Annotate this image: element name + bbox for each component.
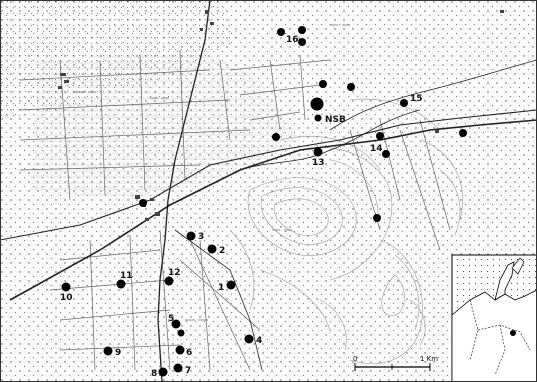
river-valley-road — [239, 109, 421, 171]
site-3: 3 — [186, 231, 204, 242]
south-road — [174, 229, 263, 371]
scale-bar: 0 1 Km — [353, 355, 438, 371]
site-12: 12 — [164, 268, 181, 286]
scale-start-label: 0 — [353, 355, 357, 363]
site-label: 2 — [219, 246, 225, 256]
site-label: 3 — [198, 232, 204, 242]
site-5: 5 — [168, 314, 185, 337]
site-label: 16 — [286, 35, 299, 45]
site-15: 15 — [400, 94, 423, 107]
site-markers: 1 2 3 4 5 6 7 8 — [60, 26, 467, 379]
inset-island — [511, 257, 525, 275]
site-unlabeled — [373, 214, 381, 222]
site-1: 1 — [218, 280, 236, 293]
railway-line — [9, 119, 537, 301]
site-unlabeled — [459, 129, 467, 137]
site-14: 14 — [370, 132, 390, 158]
site-label: 6 — [186, 348, 192, 358]
inset-prefecture-borders — [469, 299, 531, 376]
site-label: 10 — [60, 293, 73, 303]
site-label: 8 — [151, 369, 157, 379]
site-label: 11 — [120, 271, 133, 281]
site-unlabeled — [319, 80, 327, 88]
site-unlabeled — [139, 199, 147, 207]
site-8: 8 — [151, 367, 168, 379]
site-label: 15 — [410, 94, 423, 104]
east-road — [329, 59, 537, 131]
site-16: 16 — [277, 26, 306, 46]
site-9: 9 — [103, 346, 121, 358]
inset-landmass — [451, 289, 537, 382]
site-13: 13 — [312, 147, 325, 168]
site-label: 4 — [256, 336, 262, 346]
inset-map — [451, 254, 537, 382]
place-name-strokes — [75, 24, 350, 321]
site-unlabeled — [347, 83, 355, 91]
site-7: 7 — [173, 363, 191, 376]
contour-lines — [229, 98, 463, 364]
site-label: 1 — [218, 283, 224, 293]
site-label: 14 — [370, 144, 383, 154]
site-6: 6 — [175, 345, 192, 358]
site-label: NSB — [325, 115, 346, 125]
site-nsb: NSB — [310, 97, 346, 125]
paddy-zone — [30, 50, 300, 200]
site-label: 12 — [168, 268, 181, 278]
site-2: 2 — [207, 244, 225, 256]
site-10: 10 — [60, 282, 73, 303]
scale-end-label: 1 Km — [420, 355, 438, 363]
site-11: 11 — [116, 271, 133, 289]
field-grid — [19, 49, 451, 371]
inset-location-marker — [510, 330, 516, 336]
main-road — [0, 109, 537, 241]
site-label: 9 — [115, 348, 121, 358]
site-label: 5 — [168, 314, 174, 324]
north-road — [157, 0, 211, 382]
site-unlabeled — [272, 133, 280, 141]
site-label: 7 — [185, 366, 191, 376]
site-4: 4 — [244, 334, 262, 346]
site-label: 13 — [312, 158, 325, 168]
